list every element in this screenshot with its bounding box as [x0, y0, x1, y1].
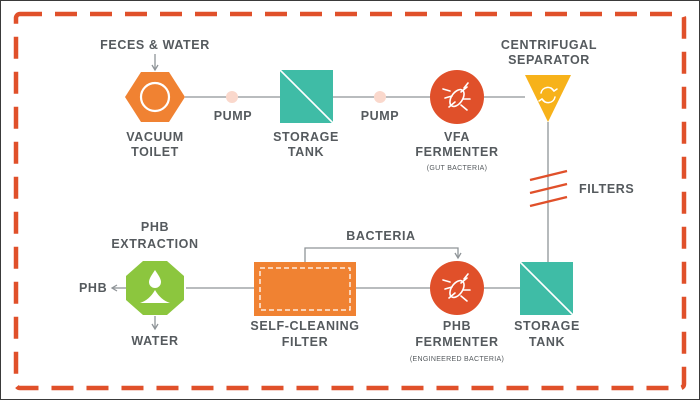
- vacuum-toilet-label-line1: VACUUM: [126, 130, 184, 144]
- filters-icon: [529, 169, 568, 208]
- vfa-fermenter-icon: [430, 70, 484, 124]
- vfa-fermenter-note: (GUT BACTERIA): [427, 165, 487, 172]
- dashed-border: [13, 11, 687, 391]
- storage-tank-top-label-line1: STORAGE: [273, 130, 339, 144]
- self-cleaning-filter-label-line2: FILTER: [282, 335, 328, 349]
- self-cleaning-filter-label-line1: SELF-CLEANING: [250, 319, 359, 333]
- phb-extraction-icon: [126, 261, 184, 315]
- bacteria-loop: [304, 247, 462, 262]
- vacuum-toilet-icon: [125, 72, 185, 122]
- phb-output-label: PHB: [79, 281, 107, 295]
- flow-lines: [110, 54, 549, 331]
- self-cleaning-filter-icon: [254, 262, 356, 316]
- pump-2-label: PUMP: [361, 109, 400, 123]
- storage-tank-bottom-label-line2: TANK: [529, 335, 565, 349]
- bacteria-label: BACTERIA: [346, 229, 415, 243]
- vfa-fermenter-label-line2: FERMENTER: [415, 145, 498, 159]
- centrifugal-separator-icon: [525, 75, 571, 122]
- storage-tank-top-icon: [279, 69, 334, 124]
- pump-1-icon: [226, 91, 238, 103]
- phb-extraction-label-line2: EXTRACTION: [111, 237, 198, 251]
- phb-extraction-label-line1: PHB: [141, 220, 169, 234]
- centrifugal-separator-label-line2: SEPARATOR: [508, 53, 590, 67]
- storage-tank-bottom-icon: [519, 261, 574, 316]
- water-output-label: WATER: [131, 334, 178, 348]
- storage-tank-top-label-line2: TANK: [288, 145, 324, 159]
- centrifugal-separator-label-line1: CENTRIFUGAL: [501, 38, 597, 52]
- vfa-fermenter-label-line1: VFA: [444, 130, 470, 144]
- pump-2-icon: [374, 91, 386, 103]
- storage-tank-bottom-label-line1: STORAGE: [514, 319, 580, 333]
- phb-fermenter-label-line2: FERMENTER: [415, 335, 498, 349]
- input-label: FECES & WATER: [100, 38, 210, 52]
- phb-fermenter-label-line1: PHB: [443, 319, 471, 333]
- filters-label: FILTERS: [579, 182, 634, 196]
- vacuum-toilet-label-line2: TOILET: [131, 145, 179, 159]
- pump-1-label: PUMP: [214, 109, 253, 123]
- phb-fermenter-note: (ENGINEERED BACTERIA): [410, 356, 504, 363]
- phb-fermenter-icon: [430, 261, 484, 315]
